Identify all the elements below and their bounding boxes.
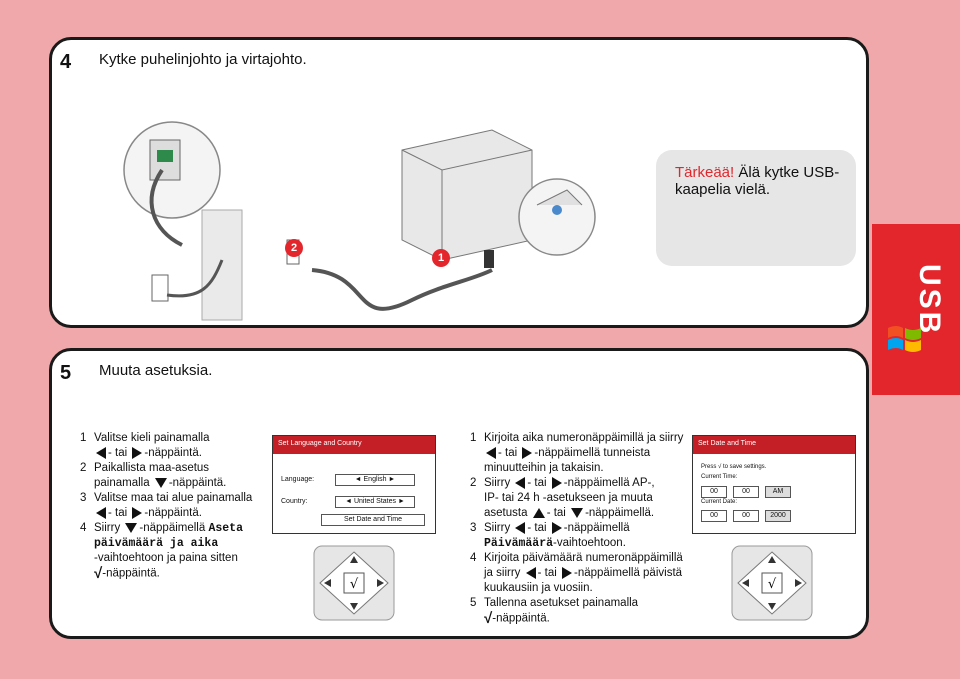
- language-country-screen: Set Language and Country Language: ◄ Eng…: [272, 435, 436, 534]
- left-arrow-icon: [515, 521, 526, 534]
- right-arrow-icon: [132, 446, 143, 459]
- list-item: 1 Kirjoita aika numeronäppäimillä ja sii…: [470, 432, 684, 474]
- list-item: 3 Valitse maa tai alue painamalla - tai …: [80, 492, 253, 519]
- windows-logo-icon: [888, 326, 921, 352]
- step5-number: 5: [60, 362, 72, 384]
- list-item: 3 Siirry - tai -näppäimellä Päivämäärä-v…: [470, 521, 630, 550]
- connection-illustration: [123, 121, 596, 321]
- right-arrow-icon: [522, 446, 533, 459]
- step5-panel: 5 Muuta asetuksia. 1 Valitse kieli paina…: [49, 348, 869, 639]
- callout-badge-1: 1: [432, 249, 450, 267]
- up-arrow-icon: [532, 507, 545, 518]
- country-selector[interactable]: ◄ United States ►: [335, 496, 415, 508]
- svg-text:√: √: [350, 577, 359, 592]
- date-label: Current Date:: [701, 499, 738, 505]
- screen-header: Set Date and Time: [693, 436, 855, 454]
- checkmark-icon: √: [94, 565, 103, 582]
- usb-label: USB: [913, 264, 946, 337]
- navigation-pad: √: [731, 545, 813, 621]
- down-arrow-icon: [571, 507, 584, 518]
- left-arrow-icon: [486, 446, 496, 459]
- step4-number: 4: [60, 51, 72, 73]
- usb-tab: USB: [872, 224, 960, 395]
- right-arrow-icon: [562, 566, 572, 579]
- list-item: 4 Kirjoita päivämäärä numeronäppäimillä …: [470, 552, 683, 594]
- save-hint: Press √ to save settings.: [701, 464, 767, 470]
- year-field[interactable]: 2000: [765, 510, 791, 522]
- list-item: 2 Siirry - tai -näppäimellä AP-, IP- tai…: [470, 476, 655, 519]
- hour-field[interactable]: 00: [701, 486, 727, 498]
- important-label: Tärkeää!: [675, 164, 735, 181]
- right-instruction-list: 1 Kirjoita aika numeronäppäimillä ja sii…: [470, 431, 690, 627]
- month-field[interactable]: 00: [701, 510, 727, 522]
- set-date-time-button[interactable]: Set Date and Time: [321, 514, 425, 526]
- important-text: Älä kytke USB-kaapelia vielä.: [675, 164, 840, 198]
- language-label: Language:: [281, 476, 315, 483]
- checkmark-icon: √: [718, 464, 722, 470]
- country-label: Country:: [281, 498, 308, 505]
- navigation-pad: √: [313, 545, 395, 621]
- list-item: 2 Paikallista maa-asetus painamalla -näp…: [80, 462, 227, 489]
- step4-panel: 4 Kytke puhelinjohto ja virtajohto. 2 1 …: [49, 37, 869, 328]
- ampm-field[interactable]: AM: [765, 486, 791, 498]
- left-arrow-icon: [96, 446, 106, 459]
- list-item: 5 Tallenna asetukset painamalla √-näppäi…: [470, 597, 639, 627]
- time-label: Current Time:: [701, 474, 738, 480]
- screen-header: Set Language and Country: [273, 436, 435, 454]
- important-note: Tärkeää! Älä kytke USB-kaapelia vielä.: [656, 150, 856, 266]
- left-arrow-icon: [96, 506, 106, 519]
- list-item: 1 Valitse kieli painamalla - tai -näppäi…: [80, 432, 210, 459]
- right-arrow-icon: [551, 476, 562, 489]
- date-time-screen: Set Date and Time Press √ to save settin…: [692, 435, 856, 534]
- callout-badge-2: 2: [285, 239, 303, 257]
- left-arrow-icon: [515, 476, 526, 489]
- left-arrow-icon: [525, 566, 536, 579]
- right-arrow-icon: [551, 521, 562, 534]
- step5-title: Muuta asetuksia.: [99, 362, 213, 379]
- down-arrow-icon: [125, 522, 138, 533]
- svg-text:√: √: [768, 577, 777, 592]
- day-field[interactable]: 00: [733, 510, 759, 522]
- list-item: 4 Siirry -näppäimellä Aseta päivämäärä j…: [80, 522, 243, 582]
- checkmark-icon: √: [484, 610, 493, 627]
- language-selector[interactable]: ◄ English ►: [335, 474, 415, 486]
- down-arrow-icon: [154, 477, 167, 488]
- left-instruction-list: 1 Valitse kieli painamalla - tai -näppäi…: [80, 431, 260, 582]
- minute-field[interactable]: 00: [733, 486, 759, 498]
- step4-title: Kytke puhelinjohto ja virtajohto.: [99, 51, 307, 68]
- right-arrow-icon: [132, 506, 143, 519]
